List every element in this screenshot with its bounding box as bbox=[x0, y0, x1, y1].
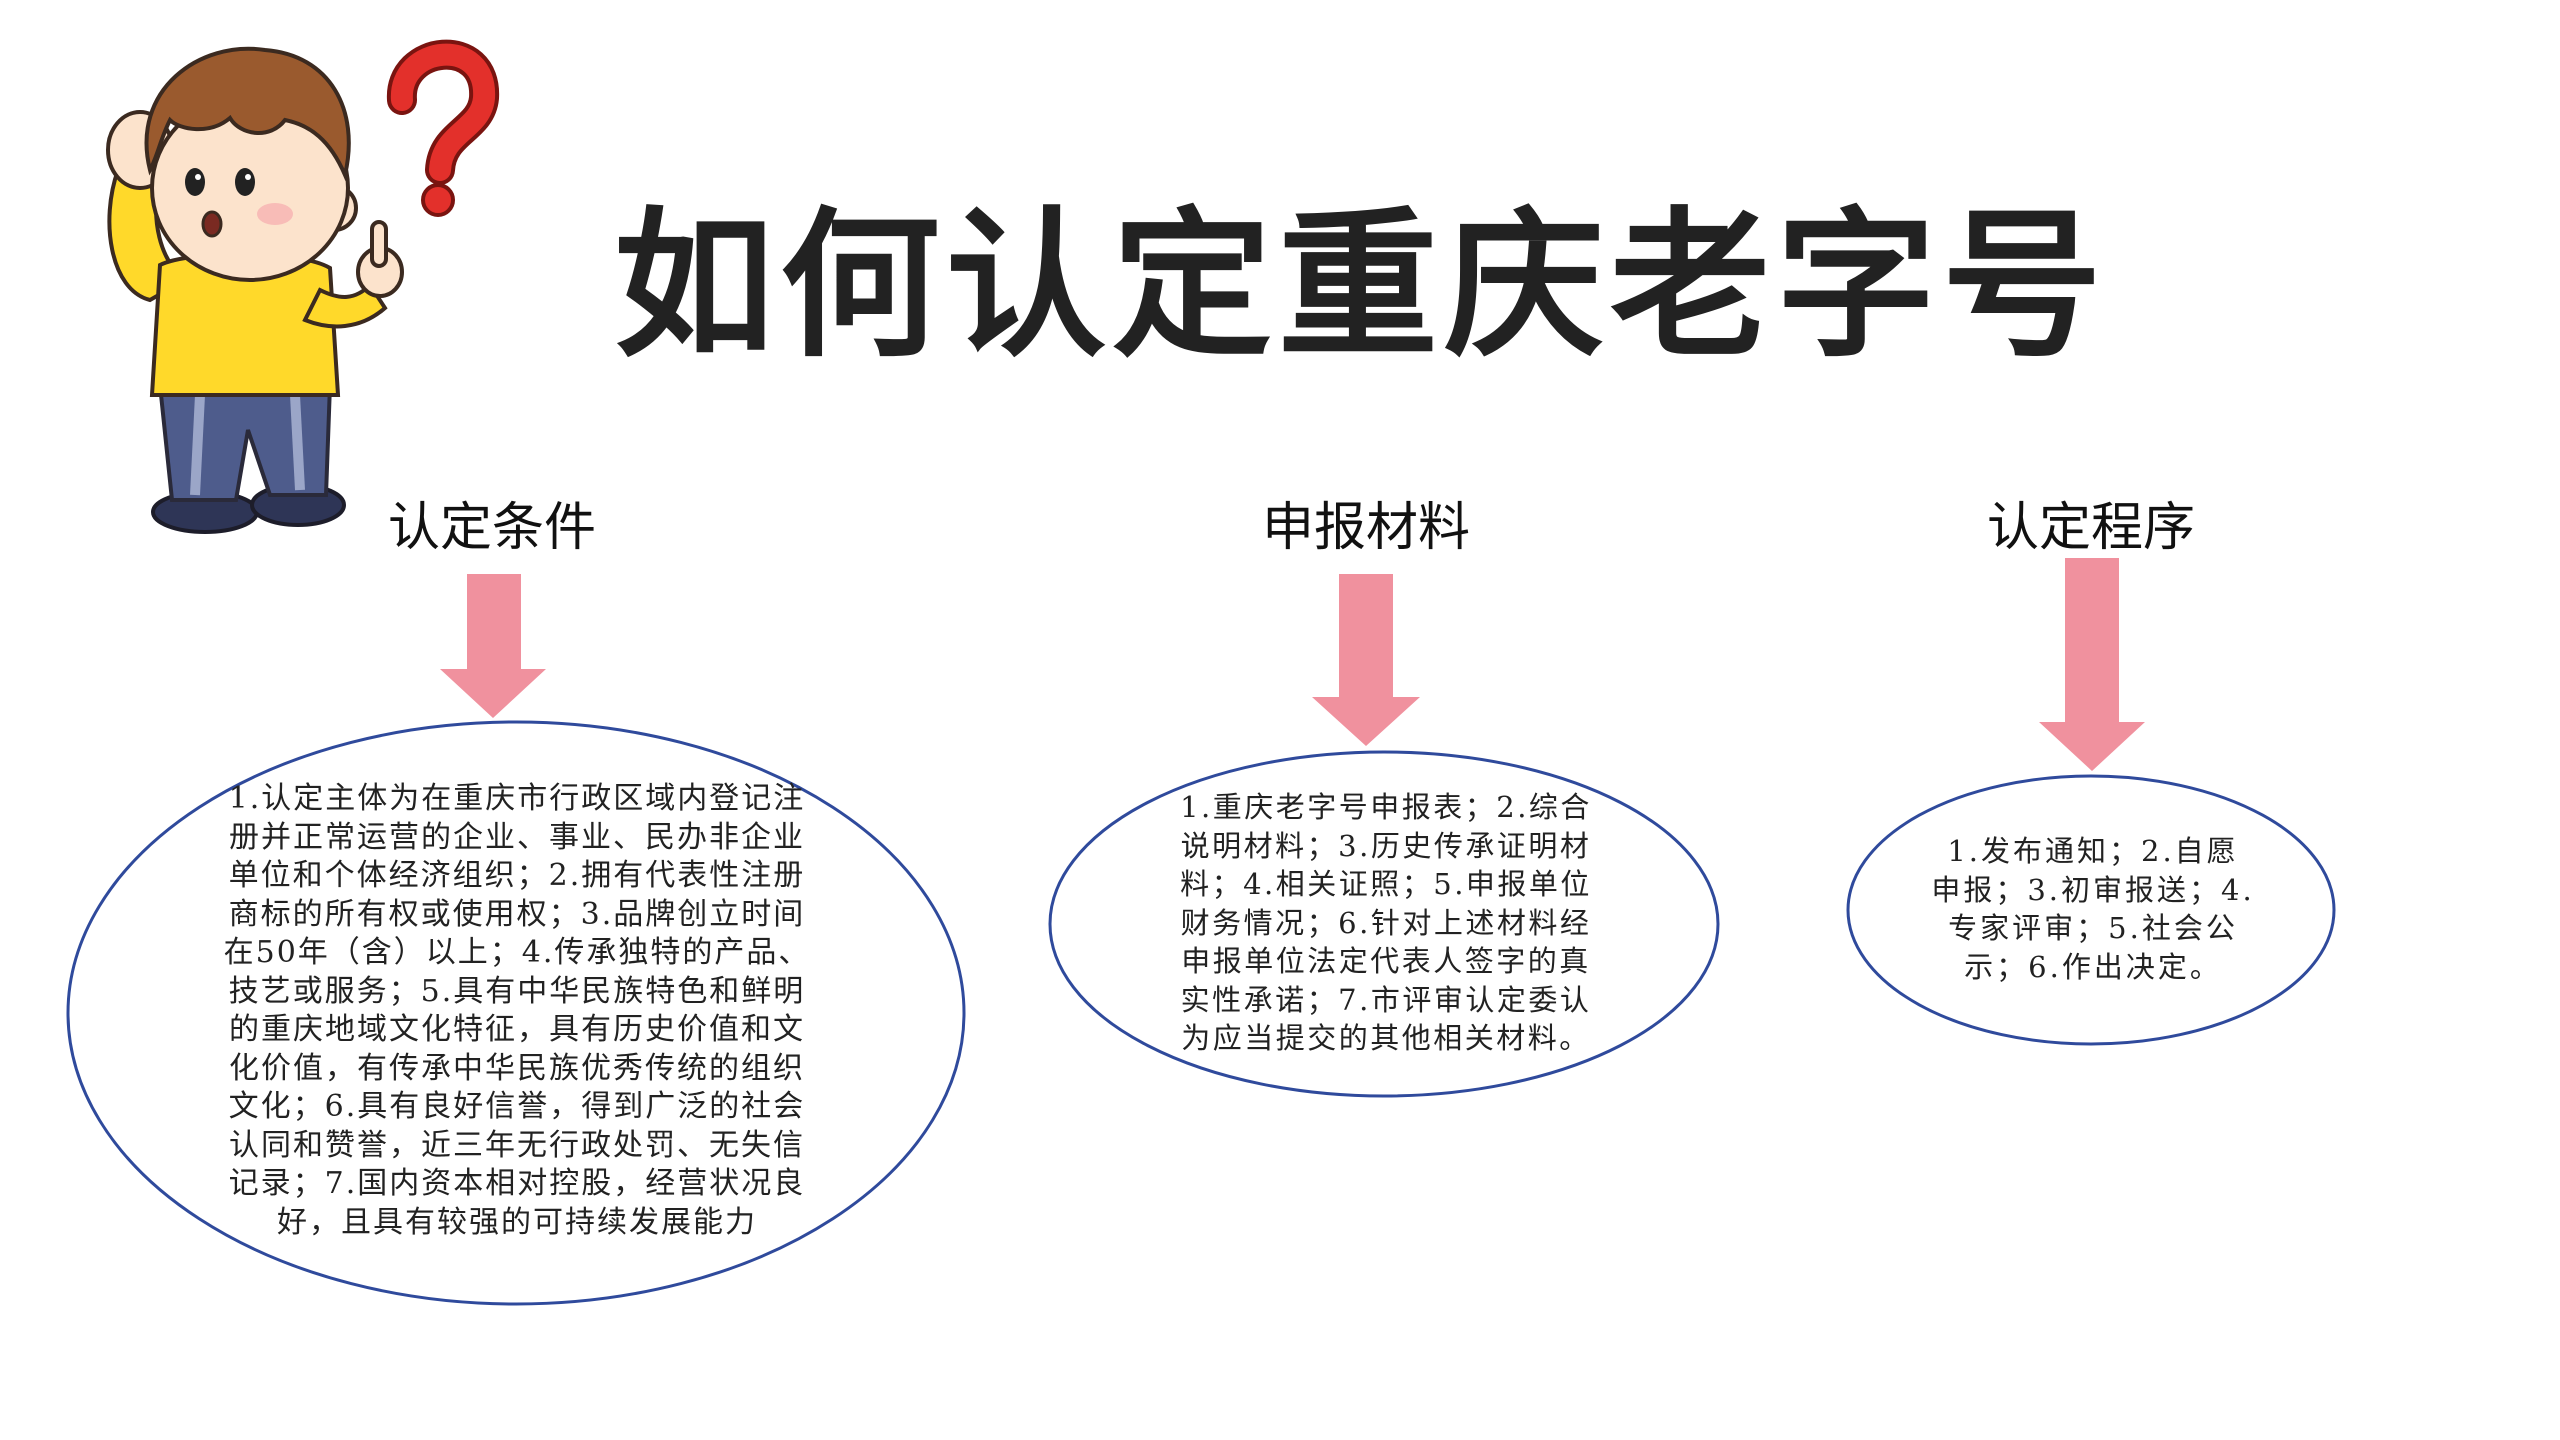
conditions-text-line: 技艺或服务；5.具有中华民族特色和鲜明 bbox=[228, 973, 806, 1009]
materials-text-line: 为应当提交的其他相关材料。 bbox=[1181, 1021, 1591, 1055]
materials-ellipse bbox=[1048, 750, 1720, 1098]
conditions-text-line: 认同和赞誉，近三年无行政处罚、无失信 bbox=[228, 1127, 805, 1163]
procedure-ellipse bbox=[1846, 774, 2336, 1046]
conditions-text: 1.认定主体为在重庆市行政区域内登记注 册并正常运营的企业、事业、民办非企业 单… bbox=[224, 780, 811, 1242]
pants bbox=[157, 383, 333, 502]
conditions-text-line: 在50年（含）以上；4.传承独特的产品、 bbox=[223, 935, 811, 970]
conditions-text-line: 1.认定主体为在重庆市行政区域内登记注 bbox=[228, 781, 806, 816]
conditions-ellipse bbox=[66, 720, 966, 1306]
materials-text-line: 说明材料；3.历史传承证明材 bbox=[1180, 828, 1592, 863]
materials-text-line: 料；4.相关证照；5.申报单位 bbox=[1180, 867, 1592, 901]
materials-text-line: 实性承诺；7.市评审认定委认 bbox=[1180, 982, 1592, 1017]
conditions-text-line: 商标的所有权或使用权；3.品牌创立时间 bbox=[228, 896, 806, 932]
procedure-text-line: 专家评审；5.社会公 bbox=[1948, 911, 2238, 945]
conditions-text-line: 单位和个体经济组织；2.拥有代表性注册 bbox=[228, 858, 806, 893]
boy-head bbox=[144, 46, 358, 282]
confused-boy-illustration bbox=[106, 39, 500, 534]
down-arrow-icon bbox=[1312, 574, 1420, 746]
page-title: 如何认定重庆老字号 bbox=[613, 192, 2109, 379]
conditions-text-line: 文化；6.具有良好信誉，得到广泛的社会 bbox=[228, 1089, 806, 1124]
materials-text-line: 1.重庆老字号申报表；2.综合 bbox=[1180, 790, 1592, 824]
conditions-text-line: 化价值，有传承中华民族优秀传统的组织 bbox=[228, 1050, 805, 1086]
heading-recognition-procedure: 认定程序 bbox=[1986, 498, 2196, 558]
heading-application-materials: 申报材料 bbox=[1261, 498, 1471, 558]
conditions-text-line: 册并正常运营的企业、事业、民办非企业 bbox=[228, 819, 805, 855]
procedure-text-line: 示；6.作出决定。 bbox=[1964, 949, 2222, 984]
materials-text: 1.重庆老字号申报表；2.综合 说明材料；3.历史传承证明材 料；4.相关证照；… bbox=[1180, 788, 1592, 1058]
materials-text-line: 财务情况；6.针对上述材料经 bbox=[1180, 905, 1592, 940]
conditions-text-line: 的重庆地域文化特征，具有历史价值和文 bbox=[228, 1012, 805, 1047]
procedure-text-line: 申报；3.初审报送；4. bbox=[1931, 872, 2255, 907]
procedure-text-line: 1.发布通知；2.自愿 bbox=[1947, 834, 2239, 868]
procedure-text: 1.发布通知；2.自愿 申报；3.初审报送；4. 专家评审；5.社会公 示；6.… bbox=[1931, 832, 2254, 986]
down-arrow-icon bbox=[440, 574, 546, 718]
conditions-text-line: 记录；7.国内资本相对控股，经营状况良 bbox=[228, 1166, 806, 1201]
down-arrow-icon bbox=[2039, 558, 2145, 771]
conditions-text-line: 好，且具有较强的可持续发展能力 bbox=[276, 1204, 757, 1240]
question-mark-icon bbox=[387, 39, 500, 217]
heading-recognition-conditions: 认定条件 bbox=[387, 498, 597, 558]
materials-text-line: 申报单位法定代表人签字的真 bbox=[1181, 944, 1591, 978]
pointing-hand bbox=[302, 220, 404, 329]
